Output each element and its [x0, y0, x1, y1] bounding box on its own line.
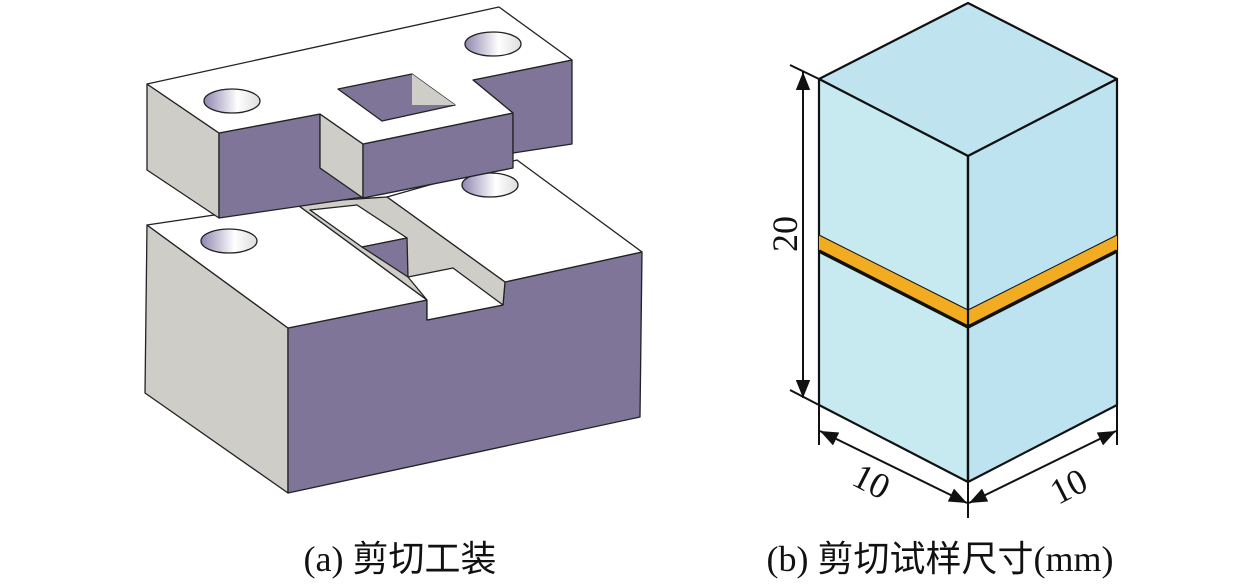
caption-b: (b) 剪切试样尺寸(mm): [766, 539, 1114, 579]
lower-block: [144, 159, 643, 494]
upper-block: [146, 6, 573, 219]
bolt-hole: [200, 228, 258, 254]
shear-fixture-diagram: [144, 6, 643, 494]
caption-a: (a) 剪切工装: [303, 539, 497, 579]
width-left-label: 10: [846, 455, 896, 507]
height-dimension: [789, 64, 1118, 518]
height-label: 20: [765, 216, 805, 252]
bolt-hole: [203, 88, 261, 114]
specimen-diagram: [789, 1, 1119, 518]
bolt-hole: [464, 31, 522, 57]
width-right-label: 10: [1043, 460, 1093, 512]
